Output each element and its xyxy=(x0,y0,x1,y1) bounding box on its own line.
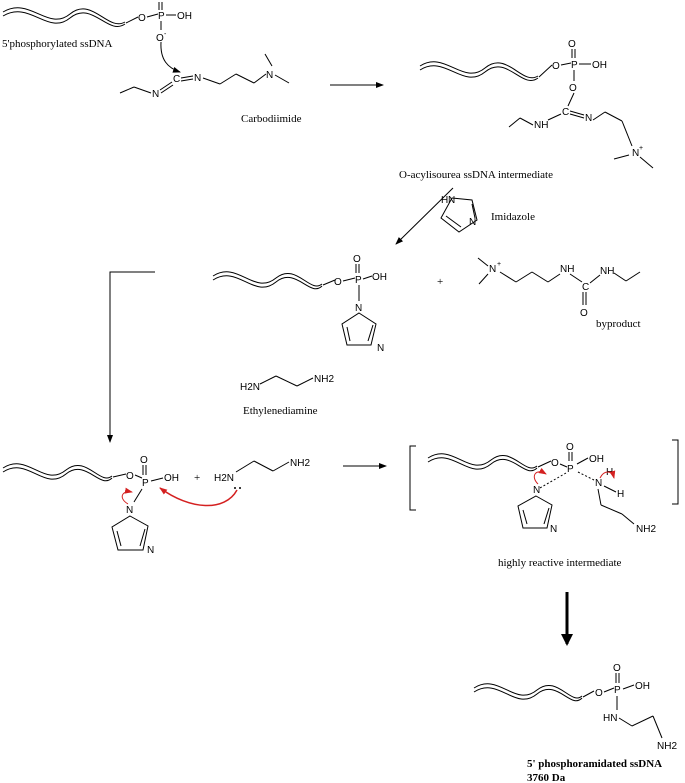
svg-text:P: P xyxy=(567,464,574,475)
svg-text:OH: OH xyxy=(589,454,604,465)
svg-text:NH2: NH2 xyxy=(636,524,656,535)
svg-text:O: O xyxy=(580,308,588,319)
atom-oh: OH xyxy=(177,11,192,22)
svg-text:O: O xyxy=(334,277,342,288)
svg-text:N: N xyxy=(147,545,154,556)
svg-text:N: N xyxy=(194,73,201,84)
svg-text:N: N xyxy=(448,195,455,206)
svg-text:OH: OH xyxy=(635,681,650,692)
dna-helix-5 xyxy=(427,453,538,469)
svg-text:NH2: NH2 xyxy=(657,741,677,752)
label-imidazole: Imidazole xyxy=(491,211,535,223)
bracket-left xyxy=(409,445,416,511)
dna-helix-1 xyxy=(2,7,126,25)
svg-text:NH: NH xyxy=(600,266,614,277)
phosphoimidazolide-molecule: O P O OH N N xyxy=(212,254,387,354)
ethylenediamine-molecule: H2N NH2 xyxy=(240,374,334,393)
svg-text:N: N xyxy=(595,478,602,489)
atom-o-minus: O xyxy=(156,33,164,44)
svg-text:N: N xyxy=(377,343,384,354)
svg-text:N: N xyxy=(550,524,557,535)
svg-text:P: P xyxy=(614,685,621,696)
label-product-mass: 3760 Da xyxy=(527,772,566,783)
label-phosphorylated-ssdna: 5'phosphorylated ssDNA xyxy=(2,38,113,50)
red-attack-arrow xyxy=(159,487,238,507)
phosphoimidazolide-attack: O P O OH N N xyxy=(2,455,179,556)
svg-text:NH2: NH2 xyxy=(290,458,310,469)
dna-helix-6 xyxy=(473,683,583,699)
svg-text:H2N: H2N xyxy=(214,473,234,484)
svg-text:N: N xyxy=(266,70,273,81)
svg-text:C: C xyxy=(562,107,569,118)
label-byproduct: byproduct xyxy=(596,318,641,330)
plus-sign-2: + xyxy=(194,472,200,484)
svg-text:H: H xyxy=(441,195,448,206)
byproduct-molecule: N + NH C O NH xyxy=(477,257,641,319)
svg-text:O: O xyxy=(353,254,361,265)
label-ethylenediamine: Ethylenediamine xyxy=(243,405,318,417)
svg-text:H2N: H2N xyxy=(240,382,260,393)
svg-text:N: N xyxy=(152,89,159,100)
svg-text:N: N xyxy=(469,217,476,228)
svg-text:HN: HN xyxy=(603,713,617,724)
svg-text:O: O xyxy=(595,688,603,699)
svg-text:O: O xyxy=(613,663,621,674)
svg-text:+: + xyxy=(639,145,643,152)
svg-text:O: O xyxy=(140,455,148,466)
svg-text:NH: NH xyxy=(560,264,574,275)
dna-helix-3 xyxy=(212,271,323,287)
atom-p: P xyxy=(158,11,165,22)
svg-text:N: N xyxy=(533,485,540,496)
plus-sign-1: + xyxy=(437,276,443,288)
dna-helix-2 xyxy=(419,61,539,79)
svg-text:N: N xyxy=(126,505,133,516)
svg-text:NH: NH xyxy=(534,120,548,131)
imidazole-molecule: H N N xyxy=(440,195,478,233)
svg-text:OH: OH xyxy=(164,473,179,484)
svg-text:+: + xyxy=(497,261,501,268)
ethylenediamine-nucleophile: H2N NH2 xyxy=(159,458,310,507)
carbodiimide-molecule: N C N N xyxy=(119,53,290,100)
svg-text:N: N xyxy=(489,264,496,275)
attack-arrow-1 xyxy=(160,41,181,73)
svg-text:N: N xyxy=(355,303,362,314)
svg-text:-: - xyxy=(164,31,167,38)
svg-text:P: P xyxy=(142,478,149,489)
reaction-arrow-2 xyxy=(395,187,454,245)
label-acylisourea: O-acylisourea ssDNA intermediate xyxy=(399,169,553,181)
dna-helix-4 xyxy=(2,463,113,479)
svg-text:OH: OH xyxy=(372,272,387,283)
reactive-intermediate-molecule: O P O OH N N N H H NH2 xyxy=(427,442,656,535)
acylisourea-molecule: O P O OH O C NH N N + xyxy=(419,39,654,169)
svg-text:NH2: NH2 xyxy=(314,374,334,385)
atom-o: O xyxy=(138,13,146,24)
svg-text:O: O xyxy=(569,83,577,94)
label-product: 5' phosphoramidated ssDNA xyxy=(527,758,662,770)
svg-text:N: N xyxy=(585,113,592,124)
svg-text:C: C xyxy=(173,74,180,85)
svg-text:O: O xyxy=(566,442,574,453)
label-reactive-intermediate: highly reactive intermediate xyxy=(498,557,622,569)
phosphorylated-ssdna-molecule: O P OH O - xyxy=(2,2,192,44)
reaction-arrow-3 xyxy=(107,271,155,443)
svg-text:H: H xyxy=(617,489,624,500)
product-molecule: O P O OH HN NH2 xyxy=(473,663,677,752)
svg-text:C: C xyxy=(582,282,589,293)
bracket-right xyxy=(672,439,679,505)
svg-text:P: P xyxy=(355,275,362,286)
svg-text:O: O xyxy=(552,61,560,72)
svg-text:N: N xyxy=(632,148,639,159)
svg-text:O: O xyxy=(568,39,576,50)
svg-text:OH: OH xyxy=(592,60,607,71)
svg-text:P: P xyxy=(571,60,578,71)
svg-text:O: O xyxy=(126,471,134,482)
svg-text:O: O xyxy=(551,458,559,469)
label-carbodiimide: Carbodiimide xyxy=(241,113,302,125)
